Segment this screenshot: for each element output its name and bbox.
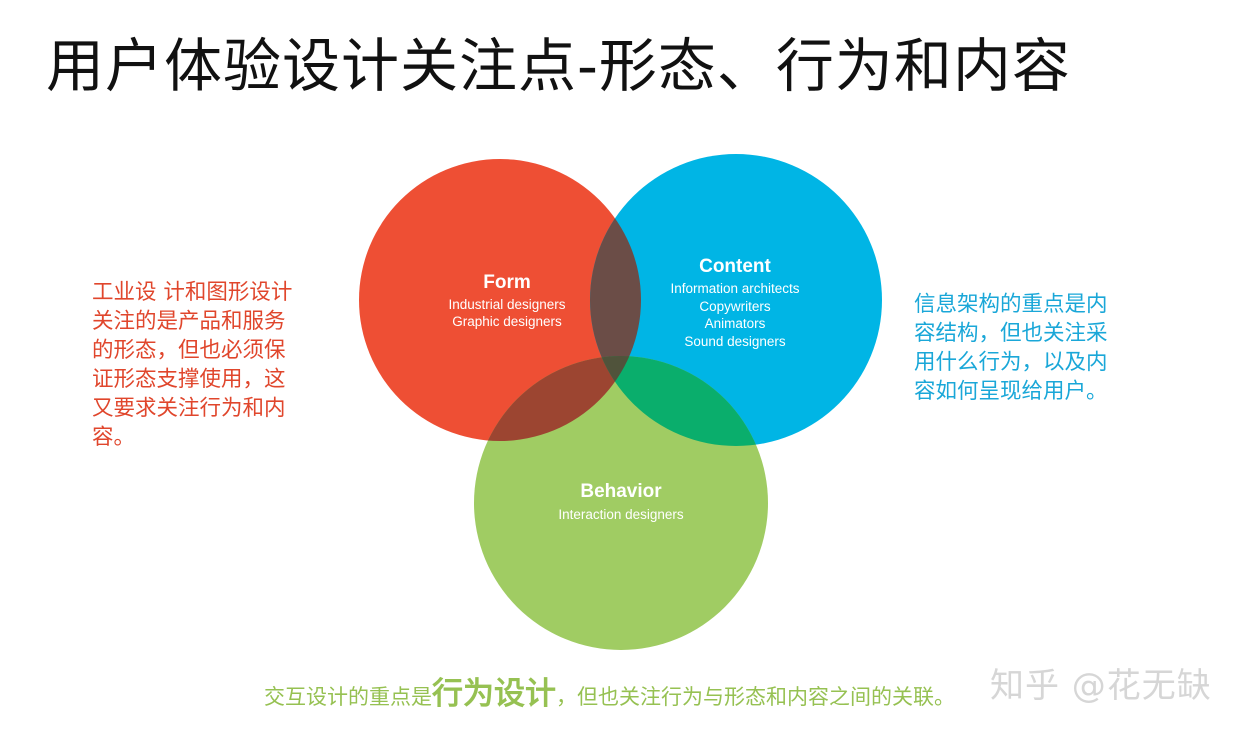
bottom-suffix: ，但也关注行为与形态和内容之间的关联。: [556, 685, 955, 709]
bottom-annotation: 交互设计的重点是行为设计，但也关注行为与形态和内容之间的关联。: [264, 674, 955, 717]
content-role-2: Copywriters: [699, 299, 771, 314]
content-role-4: Sound designers: [684, 334, 786, 349]
left-annotation: 工业设 计和图形设计 关注的是产品和服务 的形态，但也必须保 证形态支撑使用，这…: [92, 280, 293, 450]
content-behavior-overlap: [590, 356, 768, 446]
behavior-role-1: Interaction designers: [558, 507, 684, 522]
watermark: 知乎 @花无缺: [990, 666, 1212, 706]
content-title: Content: [699, 256, 771, 277]
form-role-2: Graphic designers: [452, 314, 562, 329]
behavior-title: Behavior: [580, 481, 662, 502]
bottom-emphasis: 行为设计: [432, 676, 556, 712]
bottom-prefix: 交互设计的重点是: [264, 685, 432, 709]
form-title: Form: [483, 272, 531, 293]
content-role-3: Animators: [705, 316, 766, 331]
content-role-1: Information architects: [670, 281, 799, 296]
form-behavior-overlap: [474, 356, 641, 441]
slide-title: 用户体验设计关注点-形态、行为和内容: [46, 32, 1071, 100]
form-role-1: Industrial designers: [448, 297, 565, 312]
right-annotation: 信息架构的重点是内 容结构，但也关注采 用什么行为，以及内 容如何呈现给用户。: [914, 292, 1108, 404]
